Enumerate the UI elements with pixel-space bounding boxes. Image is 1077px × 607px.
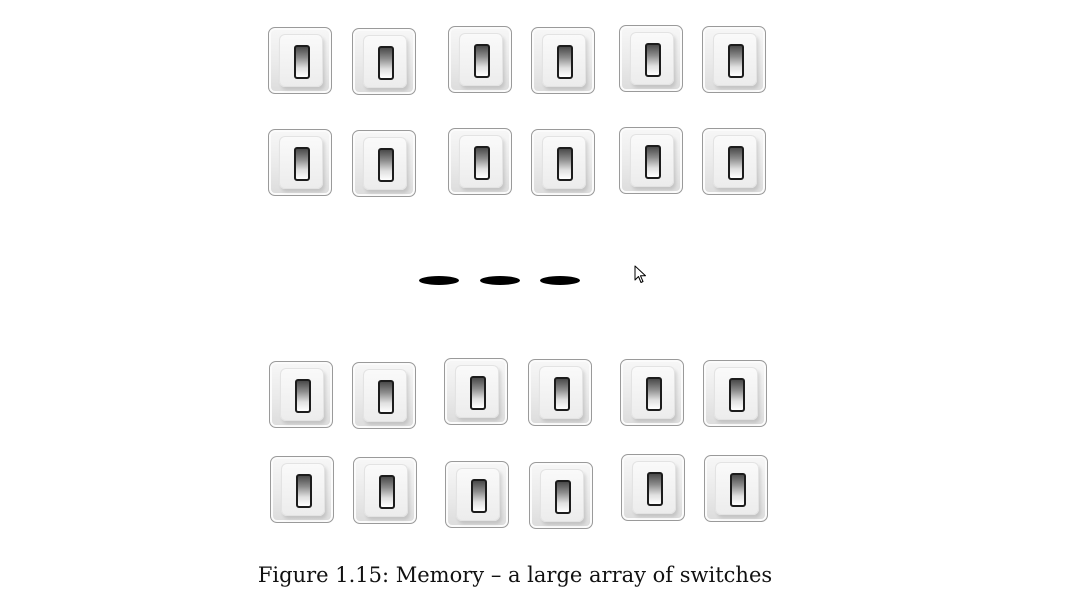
light-switch-icon xyxy=(621,454,685,521)
light-switch-icon xyxy=(444,358,508,425)
light-switch-icon xyxy=(702,128,766,195)
light-switch-icon xyxy=(352,130,416,197)
light-switch-icon xyxy=(702,26,766,93)
light-switch-icon xyxy=(531,129,595,196)
light-switch-icon xyxy=(619,127,683,194)
light-switch-icon xyxy=(704,455,768,522)
dash-icon xyxy=(419,276,459,285)
dash-icon xyxy=(540,276,580,285)
dash-icon xyxy=(480,276,520,285)
light-switch-icon xyxy=(448,128,512,195)
light-switch-icon xyxy=(352,28,416,95)
light-switch-icon xyxy=(268,129,332,196)
light-switch-icon xyxy=(619,25,683,92)
light-switch-icon xyxy=(269,361,333,428)
light-switch-icon xyxy=(445,461,509,528)
light-switch-icon xyxy=(620,359,684,426)
light-switch-icon xyxy=(268,27,332,94)
light-switch-icon xyxy=(703,360,767,427)
mouse-pointer-icon xyxy=(634,265,646,283)
light-switch-icon xyxy=(528,359,592,426)
light-switch-icon xyxy=(353,457,417,524)
light-switch-icon xyxy=(448,26,512,93)
light-switch-icon xyxy=(352,362,416,429)
light-switch-icon xyxy=(270,456,334,523)
figure-caption: Figure 1.15: Memory – a large array of s… xyxy=(257,563,773,587)
light-switch-icon xyxy=(531,27,595,94)
light-switch-icon xyxy=(529,462,593,529)
